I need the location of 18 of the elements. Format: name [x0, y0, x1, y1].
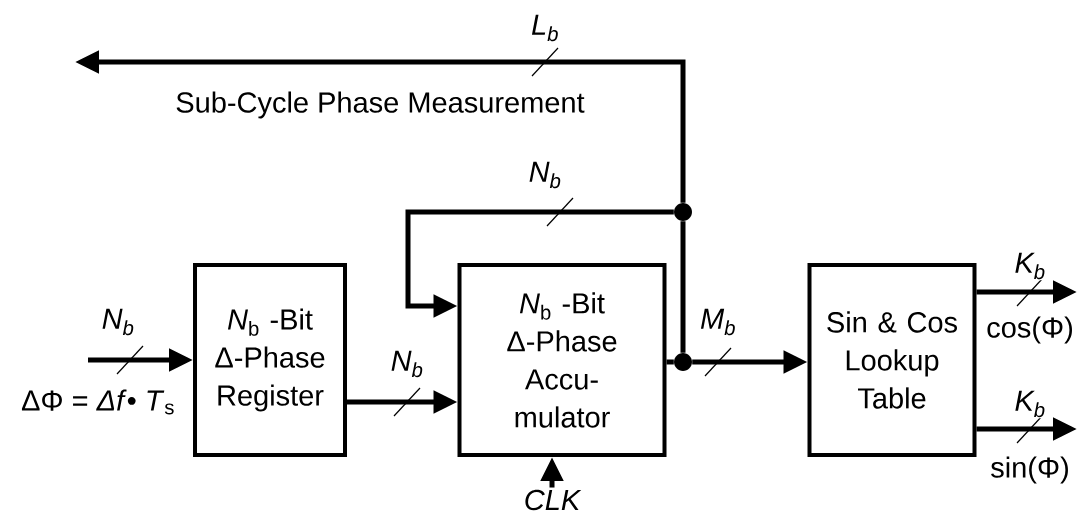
edge-label: M$_{b}$ [700, 308, 735, 336]
text-label: Sub-Cycle Phase Measurement [176, 91, 585, 119]
text-label: cos(Φ) [987, 316, 1072, 344]
connector-line [680, 221, 686, 353]
junction-dot [674, 203, 692, 221]
block-box: Sin & Cos Lookup Table [807, 263, 977, 457]
connector-line [666, 359, 674, 365]
block-box: N$_{b}$ -Bit Δ-Phase Register [193, 263, 347, 457]
edge-label: L$_{b}$ [531, 14, 558, 42]
block-box: N$_{b}$ -Bit Δ-Phase Accu- mulator [457, 263, 667, 457]
edge-label: K$_{b}$ [1015, 252, 1045, 280]
edge-label: N$_{b}$ [529, 161, 561, 189]
edge-label: N$_{b}$ [391, 350, 423, 378]
junction-dot [674, 353, 692, 371]
signal-label: CLK [525, 489, 582, 511]
edge-label: N$_{b}$ [102, 308, 134, 336]
text-label: sin(Φ) [991, 456, 1068, 484]
edge-label: K$_{b}$ [1015, 390, 1045, 418]
